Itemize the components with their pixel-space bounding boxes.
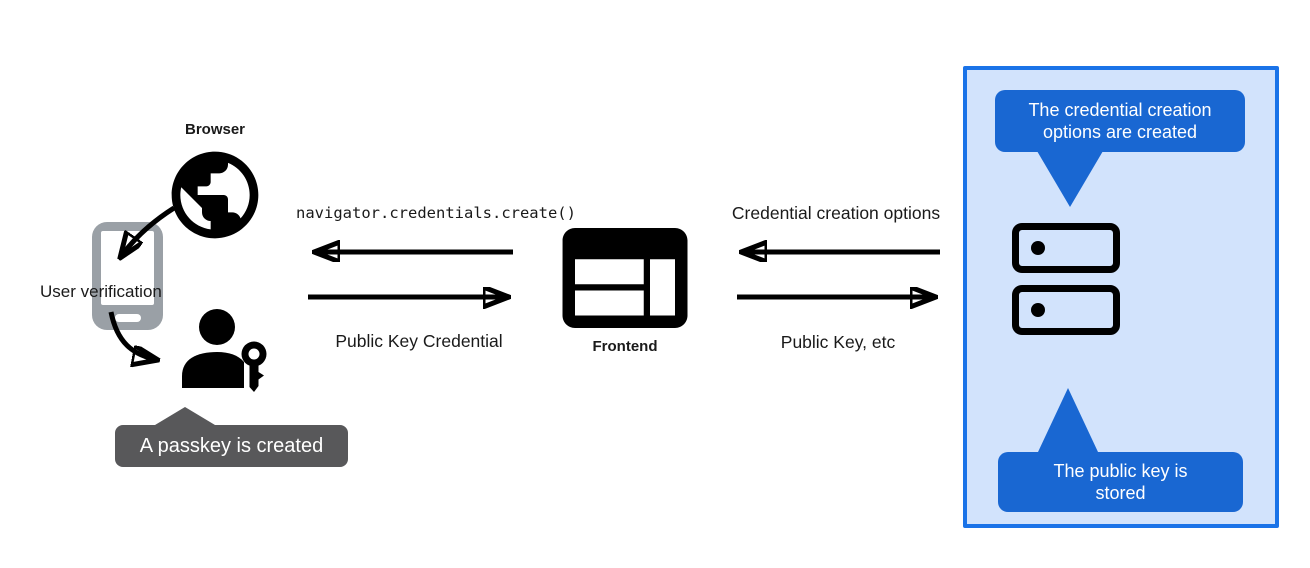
server-stack-icon <box>1012 285 1120 335</box>
callout-tail-down <box>1037 151 1103 207</box>
server-stack-icon <box>1012 223 1120 273</box>
server-led-dot <box>1031 303 1045 317</box>
user-verification-label: User verification <box>40 282 162 301</box>
smartphone-icon <box>92 222 163 330</box>
callout-tail-up <box>155 407 215 425</box>
public-key-stored-callout: The public key is stored <box>998 452 1243 512</box>
callout-tail-up-blue <box>1038 388 1098 452</box>
public-key-etc-label: Public Key, etc <box>780 332 896 352</box>
frontend-label: Frontend <box>592 338 658 355</box>
passkey-created-callout: A passkey is created <box>115 407 348 467</box>
public-key-credential-label: Public Key Credential <box>335 331 503 351</box>
globe-icon <box>171 151 259 239</box>
credential-creation-options-label: Credential creation options <box>731 203 941 223</box>
passkey-user-icon <box>182 309 267 392</box>
smartphone-home-bar <box>114 314 141 322</box>
browser-window-icon <box>562 228 688 328</box>
browser-label: Browser <box>184 121 246 138</box>
create-call-label: navigator.credentials.create() <box>296 204 576 222</box>
credential-options-callout: The credential creation options are crea… <box>995 90 1245 152</box>
callout-text: A passkey is created <box>115 425 348 467</box>
server-led-dot <box>1031 241 1045 255</box>
